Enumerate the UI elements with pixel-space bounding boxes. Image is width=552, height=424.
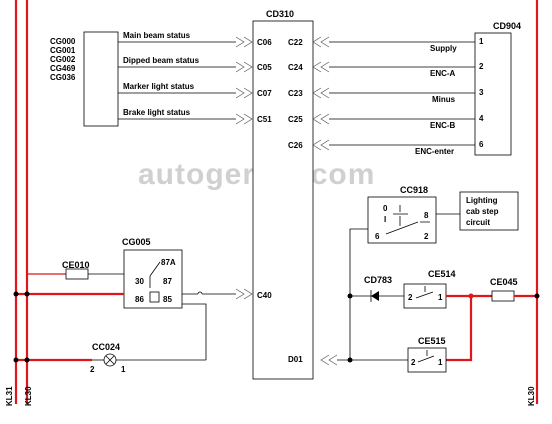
pin-c40: C40 [257,291,272,300]
pin-c07: C07 [257,89,272,98]
cg005-pin-87: 87 [163,277,172,286]
cg-group-box: CG000 CG001 CG002 CG469 CG036 [50,31,119,127]
pin-c23: C23 [288,89,303,98]
cg-line-3: CG469 [50,64,76,73]
cg005-pin-85: 85 [163,295,172,304]
ce514-switch: CE514 2 1 [403,269,456,309]
ce045-title: CE045 [490,277,518,287]
lighting-note-line-2: circuit [466,218,490,227]
cd783-title: CD783 [364,275,392,285]
supply-rails: KL31 KL30 KL30 [5,0,539,406]
d01-wire [320,354,408,366]
cg-line-2: CG002 [50,55,76,64]
cc024-pin-2: 2 [90,365,95,374]
ce515-pin-1: 1 [438,358,443,367]
ce045-fuse: CE045 [446,277,540,362]
cg005-title: CG005 [122,237,151,247]
cc024-title: CC024 [92,342,120,352]
cg005-pin-30: 30 [135,277,144,286]
cg005-pin-86: 86 [135,295,144,304]
cd904-pin-4: 4 [479,114,484,123]
status-signal-wires: Main beam status Dipped beam status Mark… [118,31,253,125]
signal-marker-light: Marker light status [123,82,195,91]
cd904-pin-6: 6 [479,140,484,149]
ce514-pin-2: 2 [408,293,413,302]
pin-c51: C51 [257,115,272,124]
cd783-diode: CD783 [347,275,404,302]
cc024-pin-1: 1 [121,365,126,374]
cg-line-4: CG036 [50,73,76,82]
signal-brake-light: Brake light status [123,108,191,117]
cc918-title: CC918 [400,185,428,195]
pin-c05: C05 [257,63,272,72]
rail-label-kl30-right: KL30 [527,386,536,406]
cg-line-1: CG001 [50,46,76,55]
lighting-note-line-1: cab step [466,207,499,216]
pin-c26: C26 [288,141,303,150]
ce010-fuse: CE010 [13,260,253,300]
cg005-relay: CG005 87A 30 87 86 85 [122,237,183,309]
cd904-label-enc-b: ENC-B [430,121,456,130]
pin-c24: C24 [288,63,303,72]
cd904-label-enc-a: ENC-A [430,69,456,78]
cd904-label-supply: Supply [430,44,457,53]
pin-c06: C06 [257,38,272,47]
cc918-pin-2: 2 [424,232,429,241]
ce515-pin-2: 2 [411,358,416,367]
cc918-switch: CC918 0 I 8 6 2 Lighting cab step circui… [349,185,519,360]
ce515-title: CE515 [418,336,446,346]
pin-c25: C25 [288,115,303,124]
cd904-label-minus: Minus [432,95,456,104]
cd904-pin-2: 2 [479,62,484,71]
ce514-title: CE514 [428,269,456,279]
cc024-lamp: CC024 2 1 [13,303,207,374]
signal-dipped-beam: Dipped beam status [123,56,200,65]
rail-label-kl31: KL31 [5,386,14,406]
pin-c22: C22 [288,38,303,47]
cc918-pos-0: 0 [383,204,388,213]
cd904-pin-3: 3 [479,88,484,97]
pin-d01: D01 [288,355,303,364]
lighting-note-box [459,191,519,231]
signal-main-beam: Main beam status [123,31,191,40]
cd904-pin-1: 1 [479,37,484,46]
ce010-title: CE010 [62,260,90,270]
cg005-pin-87a: 87A [161,258,176,267]
cd904-label-enc-enter: ENC-enter [415,147,454,156]
cc918-pin-6: 6 [375,232,380,241]
cd904-title: CD904 [493,21,521,31]
cc918-pin-8: 8 [424,211,429,220]
ce514-pin-1: 1 [438,293,443,302]
rail-label-kl30-left: KL30 [24,386,33,406]
cd904-encoder: CD904 1 2 3 4 6 Supply ENC-A Minus ENC-B… [415,21,521,156]
ecu-title: CD310 [266,9,294,19]
ecu-cd310: CD310 C06 C05 C07 C51 C22 C24 C23 C25 C2… [252,9,314,380]
ce515-switch: CE515 2 1 [407,336,447,373]
encoder-wires [312,36,475,151]
cg-line-0: CG000 [50,37,76,46]
cc918-pos-1: I [384,215,386,224]
lighting-note-line-0: Lighting [466,196,498,205]
